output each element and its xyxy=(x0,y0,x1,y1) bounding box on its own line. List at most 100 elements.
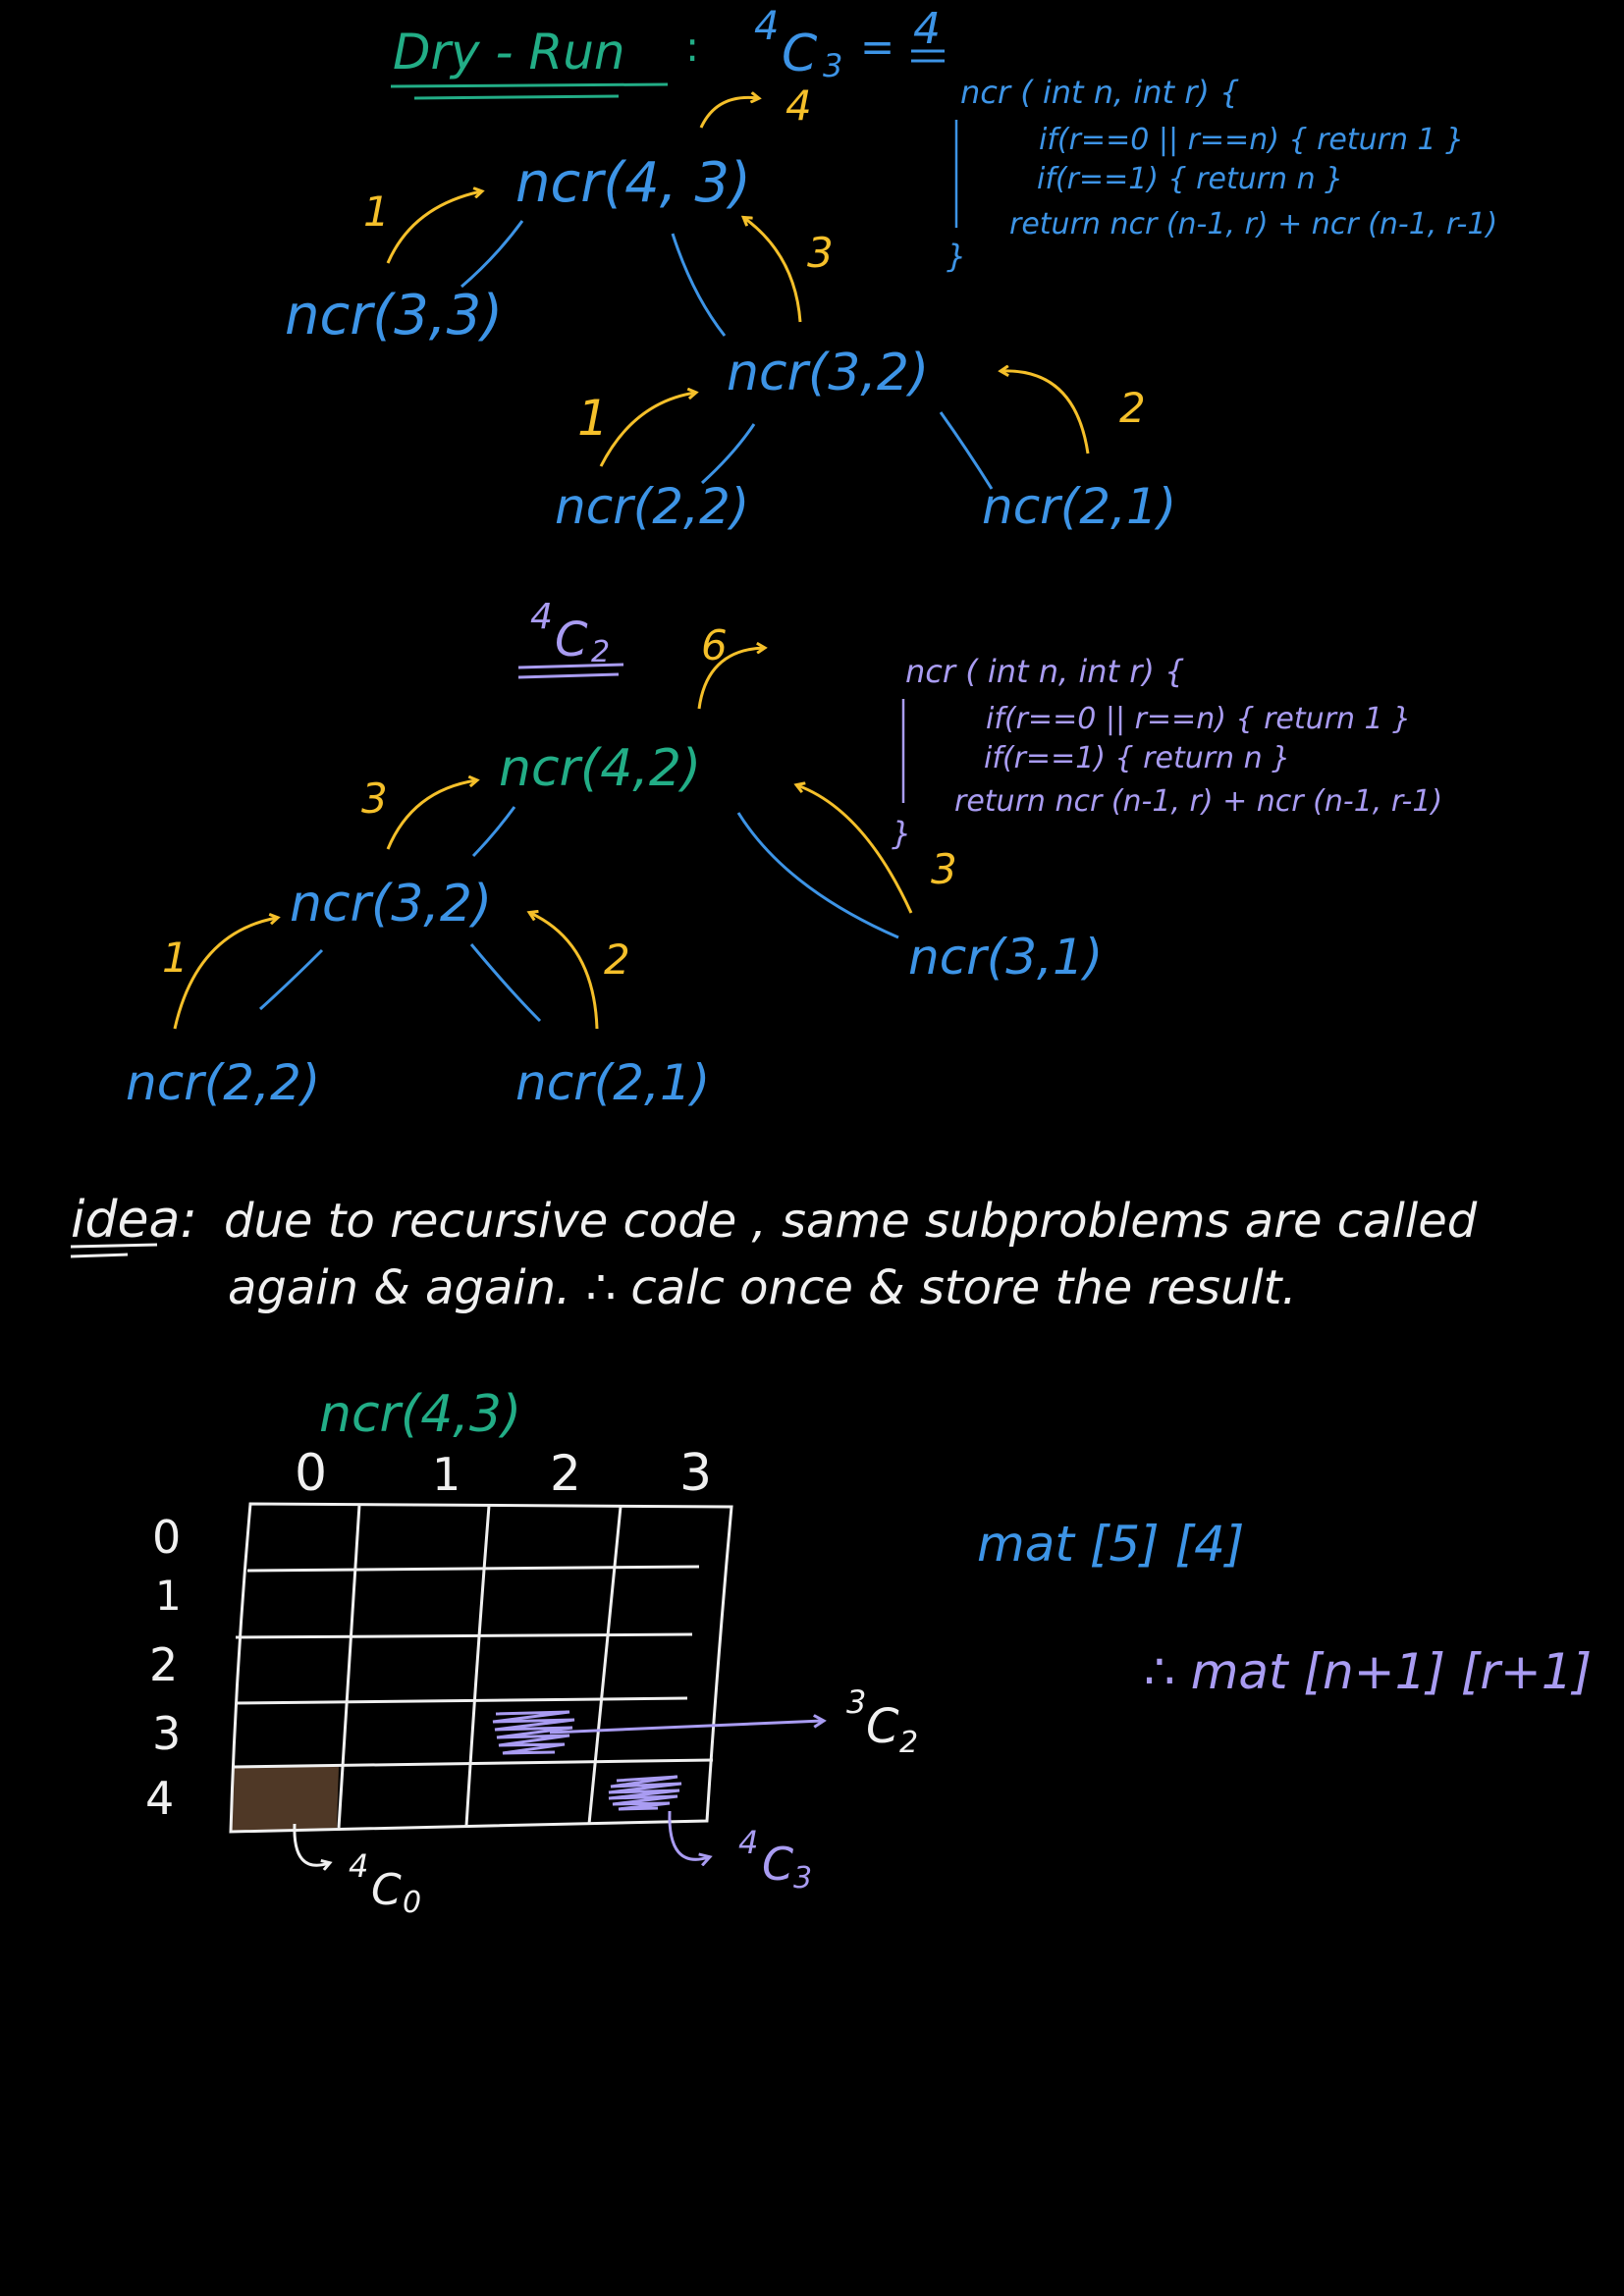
dry-run-title: Dry - Run xyxy=(393,24,625,80)
mat-general-label: ∴ mat [n+1] [r+1] xyxy=(1144,1643,1592,1700)
4c2-label-c: C xyxy=(555,613,588,667)
code-block-2: ncr ( int n, int r) { if(r==0 || r==n) {… xyxy=(892,653,1442,852)
col-header-1: 1 xyxy=(432,1448,460,1501)
grid-row-line-4 xyxy=(233,1758,714,1769)
code2-line-r-one: if(r==1) { return n } xyxy=(984,741,1290,775)
tree1-node-mid-right: ncr(2,1) xyxy=(982,478,1176,535)
label-4c0-subscript: 0 xyxy=(403,1886,421,1920)
tree1-return-mid-left: 1 xyxy=(577,390,609,447)
label-4c0-superscript: 4 xyxy=(349,1847,368,1885)
grid-col-line-1 xyxy=(337,1504,361,1829)
scribble-4-3 xyxy=(608,1775,682,1811)
tree1-return-mid-right: 2 xyxy=(1119,384,1146,432)
tree1-return-arrow-root xyxy=(699,97,758,129)
code1-line-r-one: if(r==1) { return n } xyxy=(1037,162,1343,196)
tree2-return-arrow-right xyxy=(797,785,913,914)
cell-3-2-scribble xyxy=(492,1710,575,1755)
label-3c2-superscript: 3 xyxy=(846,1683,866,1721)
tree2-edge-root-right xyxy=(736,812,899,939)
4c2-section: 4 C 2 ncr(4,2) ncr(3,2) ncr(3,1) ncr(2,2… xyxy=(126,597,1442,1111)
arrow-to-3c2 xyxy=(549,1721,823,1735)
tree1-return-arrow-mid-right xyxy=(1001,371,1090,454)
tree2-return-root: 6 xyxy=(701,621,728,669)
tree2-node-right: ncr(3,1) xyxy=(908,929,1103,986)
title-underline-1 xyxy=(390,82,669,88)
grid-outer xyxy=(229,1502,733,1834)
row-header-4: 4 xyxy=(145,1772,174,1825)
tree2-return-arrow-left-right xyxy=(530,913,599,1030)
title-colon: : xyxy=(685,23,699,71)
code2-line-close: } xyxy=(892,815,911,852)
tree2-edge-left-left xyxy=(258,948,324,1011)
tree1-edge-root-mid xyxy=(671,233,727,337)
tree1-node-mid: ncr(3,2) xyxy=(727,344,929,402)
cell-4-0-filled xyxy=(232,1767,339,1832)
row-header-3: 3 xyxy=(152,1707,181,1760)
grid-row-line-3 xyxy=(235,1696,688,1705)
tree2-return-arrow-root xyxy=(697,648,764,710)
label-4c3-superscript: 4 xyxy=(738,1824,758,1861)
idea-underline-2 xyxy=(70,1253,129,1258)
4c2-label-superscript: 4 xyxy=(530,597,553,637)
tree2-node-left: ncr(3,2) xyxy=(290,875,492,934)
label-4c0-c: C xyxy=(371,1865,402,1915)
col-header-3: 3 xyxy=(679,1444,712,1503)
idea-line-1: due to recursive code , same subproblems… xyxy=(224,1194,1478,1249)
tree2-return-arrow-left xyxy=(386,780,476,850)
row-header-1: 1 xyxy=(155,1572,182,1620)
tree1-edge-root-left xyxy=(460,220,524,289)
tree2-return-right: 3 xyxy=(931,845,957,893)
tree1-return-root: 4 xyxy=(785,81,812,130)
tree2-node-left-right: ncr(2,1) xyxy=(515,1054,710,1111)
4c2-label-subscript: 2 xyxy=(591,635,610,669)
tree1-return-arrow-left xyxy=(386,191,481,264)
code-block-1: ncr ( int n, int r) { if(r==0 || r==n) {… xyxy=(947,74,1497,275)
scribble-3-2 xyxy=(492,1710,575,1755)
row-header-0: 0 xyxy=(152,1511,181,1564)
code1-line-return: return ncr (n-1, r) + ncr (n-1, r-1) xyxy=(1009,207,1497,241)
col-header-2: 2 xyxy=(550,1445,581,1502)
cell-4-3-scribble xyxy=(608,1775,682,1811)
dp-table-section: ncr(4,3) 0 1 2 3 0 1 2 3 4 xyxy=(145,1385,1592,1920)
grid-col-line-2 xyxy=(464,1505,491,1827)
code1-line-base-case: if(r==0 || r==n) { return 1 } xyxy=(1039,123,1464,157)
dp-grid xyxy=(229,1502,733,1834)
tree2-return-arrow-left-left xyxy=(173,918,277,1030)
tree1-return-arrow-mid xyxy=(744,218,802,323)
label-3c2-c: C xyxy=(866,1699,899,1754)
grid-row-line-2 xyxy=(235,1632,693,1639)
tree2-node-root: ncr(4,2) xyxy=(499,739,701,798)
formula-superscript: 4 xyxy=(754,4,779,49)
tree1-return-arrow-mid-left xyxy=(599,393,695,467)
tree2-return-left-right: 2 xyxy=(604,935,630,984)
tree1-node-mid-left: ncr(2,2) xyxy=(555,478,749,535)
tree1-edge-mid-right xyxy=(939,411,994,490)
mat-dimension-label: mat [5] [4] xyxy=(977,1516,1244,1573)
tree2-edge-root-left xyxy=(471,806,516,858)
row-header-2: 2 xyxy=(149,1638,178,1691)
formula-subscript: 3 xyxy=(823,47,842,84)
tree2-edge-left-right xyxy=(469,943,542,1023)
idea-note: idea: due to recursive code , same subpr… xyxy=(70,1191,1478,1315)
code1-line-signature: ncr ( int n, int r) { xyxy=(960,74,1239,111)
tree1-node-root: ncr(4, 3) xyxy=(515,151,751,215)
grid-row-line-1 xyxy=(246,1565,700,1573)
dry-run-section: Dry - Run : 4 C 3 = 4 ncr(4, 3) ncr(3,3)… xyxy=(285,4,1497,535)
label-3c2-subscript: 2 xyxy=(899,1726,918,1760)
code2-line-base-case: if(r==0 || r==n) { return 1 } xyxy=(986,702,1411,736)
formula-c: C xyxy=(782,25,818,83)
col-header-0: 0 xyxy=(295,1444,327,1503)
formula-result: 4 xyxy=(913,4,941,54)
arrow-to-4c3 xyxy=(668,1810,709,1859)
code1-line-close: } xyxy=(947,238,966,275)
tree2-return-left-left: 1 xyxy=(162,934,189,982)
idea-underline-1 xyxy=(70,1243,158,1249)
title-underline-2 xyxy=(413,94,620,100)
tree1-return-left: 1 xyxy=(363,187,390,236)
tree2-return-left: 3 xyxy=(361,774,388,823)
label-4c3-subscript: 3 xyxy=(793,1861,812,1896)
dp-table-title: ncr(4,3) xyxy=(319,1385,521,1444)
tree2-node-left-left: ncr(2,2) xyxy=(126,1054,320,1111)
tree1-node-left: ncr(3,3) xyxy=(285,284,503,347)
